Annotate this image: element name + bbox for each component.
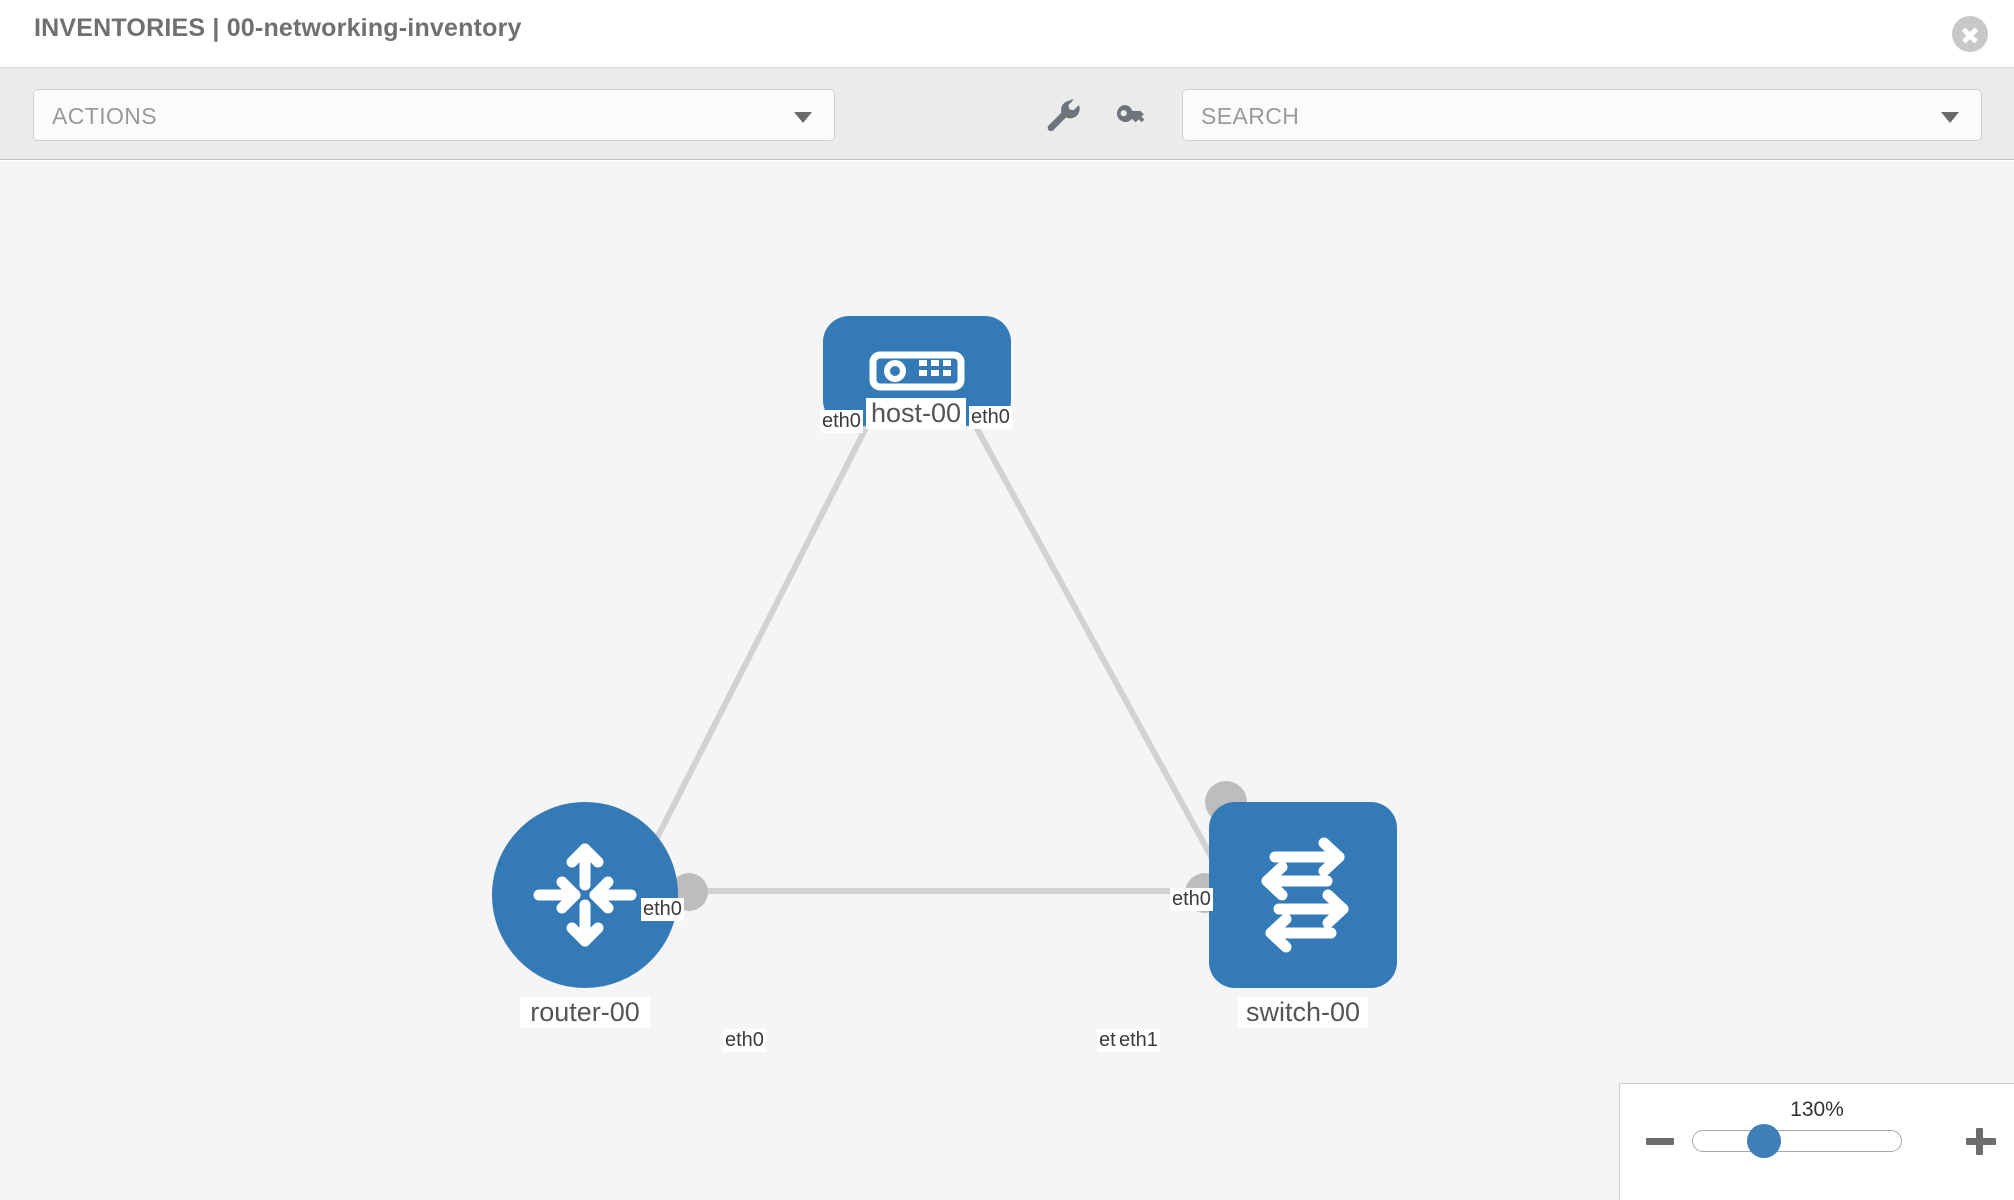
edge-label-switch-upper: eth0: [1170, 888, 1213, 911]
page-header: INVENTORIES | 00-networking-inventory: [0, 0, 2014, 68]
zoom-slider-track[interactable]: [1692, 1130, 1902, 1152]
chevron-down-icon[interactable]: [1941, 112, 1959, 123]
node-switch-00[interactable]: [1209, 802, 1397, 988]
plus-icon[interactable]: [1964, 1124, 1998, 1158]
wrench-icon[interactable]: [1039, 92, 1085, 138]
actions-dropdown[interactable]: ACTIONS: [33, 89, 835, 141]
switch-arrows-icon: [1261, 837, 1349, 953]
zoom-control: 130%: [1619, 1083, 2014, 1200]
zoom-percent-label: 130%: [1790, 1098, 1844, 1121]
search-input[interactable]: SEARCH: [1182, 89, 1982, 141]
chevron-down-icon: [794, 112, 812, 123]
key-icon[interactable]: [1108, 92, 1154, 138]
page-title: INVENTORIES | 00-networking-inventory: [34, 14, 522, 42]
edge-host-router: [627, 359, 903, 893]
edge-host-switch: [937, 359, 1233, 893]
router-arrows-icon: [533, 843, 637, 947]
edge-label-router-upper: eth0: [641, 898, 684, 921]
close-icon[interactable]: [1952, 16, 1988, 52]
search-placeholder-label: SEARCH: [1201, 103, 1300, 129]
minus-icon[interactable]: [1644, 1124, 1678, 1158]
edge-label-switch-left: eth1: [1117, 1029, 1160, 1052]
topology-canvas[interactable]: host-00 eth0 eth0: [0, 161, 2014, 1200]
node-label-router-00: router-00: [520, 997, 650, 1028]
node-router-00[interactable]: [492, 802, 678, 988]
actions-dropdown-label: ACTIONS: [52, 103, 158, 129]
node-label-host-00: host-00: [866, 398, 966, 429]
server-icon: [869, 351, 965, 391]
node-label-switch-00: switch-00: [1238, 997, 1368, 1028]
edge-label-router-right: eth0: [723, 1029, 766, 1052]
toolbar: ACTIONS SEARCH: [0, 68, 2014, 160]
zoom-slider-thumb[interactable]: [1747, 1124, 1781, 1158]
edge-label-host-left: eth0: [820, 410, 863, 433]
topology-edges: [627, 359, 1233, 894]
edge-label-host-right: eth0: [969, 406, 1012, 429]
